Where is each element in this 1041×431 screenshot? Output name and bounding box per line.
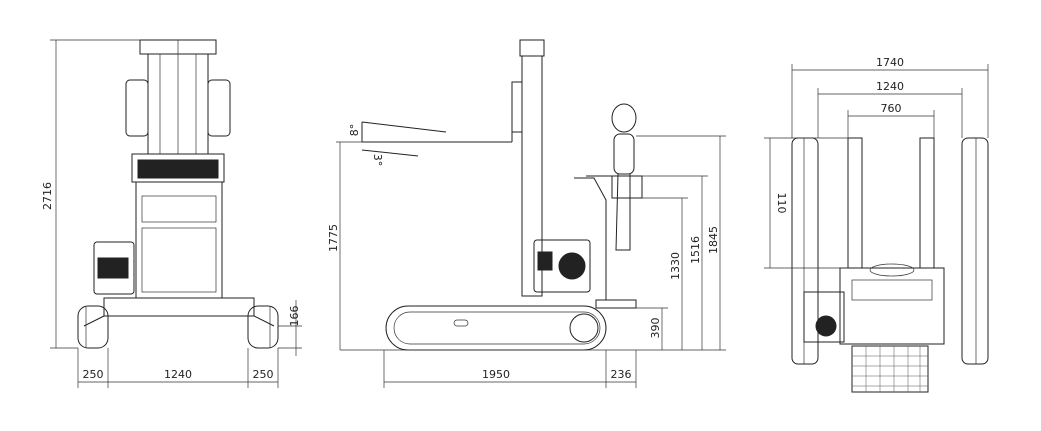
dim-tilt-forward: 8° [348, 124, 361, 137]
dim-top-overall: 1740 [876, 56, 904, 69]
dim-top-fork-width: 110 [775, 193, 788, 214]
top-view: 1740 1240 760 110 [764, 56, 989, 393]
dim-operator-height: 1845 [707, 226, 720, 254]
dim-front-gauge: 1240 [164, 368, 192, 381]
dim-front-track-right: 250 [253, 368, 274, 381]
dim-rear-overhang: 236 [611, 368, 632, 381]
step-grating [852, 346, 928, 392]
dim-handle-height: 1330 [669, 252, 682, 280]
dim-front-clearance: 166 [288, 306, 301, 327]
side-view: 8° 3° 1775 1845 1516 1330 390 1950 236 [327, 39, 726, 388]
dim-platform-height: 390 [649, 318, 662, 339]
dim-tilt-back: 3° [371, 154, 384, 167]
dim-top-fork-spread: 760 [881, 102, 902, 115]
dim-track-length: 1950 [482, 368, 510, 381]
dim-front-track-left: 250 [83, 368, 104, 381]
dim-fork-height: 1775 [327, 224, 340, 252]
front-view: 2716 250 1240 250 166 [41, 39, 302, 388]
dim-top-inner: 1240 [876, 80, 904, 93]
dim-guard-height: 1516 [689, 236, 702, 264]
dim-front-height: 2716 [41, 182, 54, 210]
